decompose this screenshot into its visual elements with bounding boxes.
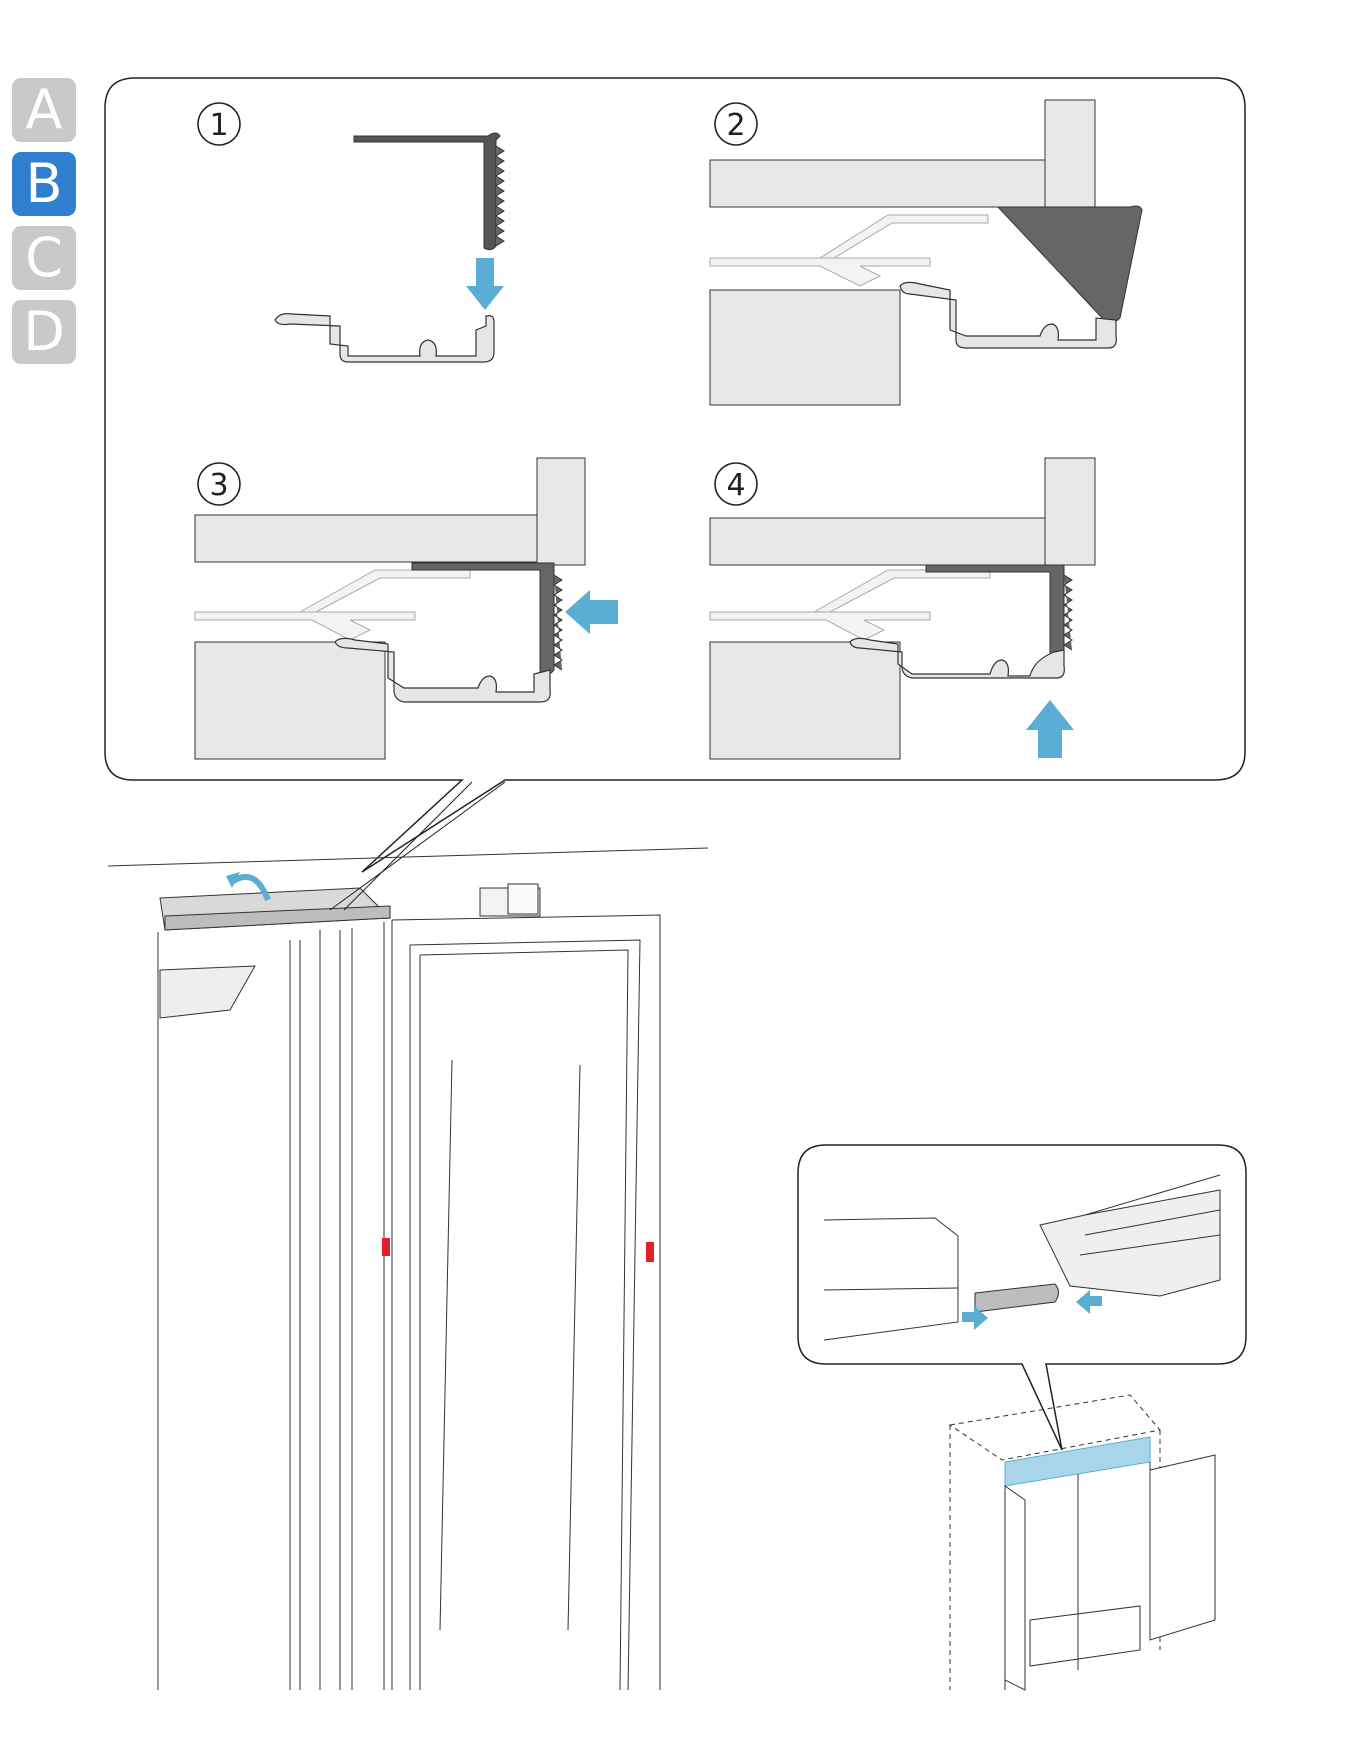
connector-callout-panel [798, 1145, 1246, 1450]
svg-text:2: 2 [726, 108, 745, 143]
appliance-door-illustration [108, 782, 708, 1690]
svg-text:4: 4 [726, 468, 745, 503]
cabinet-illustration [950, 1395, 1215, 1690]
svg-text:1: 1 [209, 108, 228, 143]
red-marker-right [646, 1242, 654, 1262]
red-marker-left [382, 1238, 390, 1256]
svg-text:3: 3 [209, 468, 228, 503]
